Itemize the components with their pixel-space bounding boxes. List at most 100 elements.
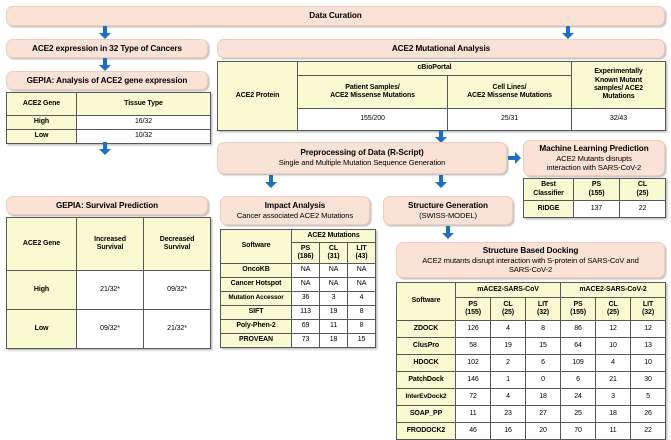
impact-analysis-title: Impact Analysis	[264, 200, 326, 210]
docking-row-3-c1: 1	[490, 371, 526, 389]
box-mutational-analysis: ACE2 Mutational Analysis	[217, 39, 665, 58]
gepia-survival-title: GEPIA: Survival Prediction	[55, 200, 159, 210]
box-data-curation: Data Curation	[6, 6, 665, 26]
table-row-header: Software mACE2-SARS-CoV mACE2-SARS-CoV-2	[396, 282, 667, 321]
table-row: SIFT 113 19 8	[220, 305, 377, 320]
ml-prediction-title: Machine Learning Prediction	[539, 143, 649, 153]
ml-header-ps-l2: (155)	[588, 189, 605, 197]
impact-row-2-ps: 36	[291, 291, 320, 306]
docking-cl1-l1: CL	[503, 300, 513, 308]
docking-row-2-label: HDOCK	[396, 354, 456, 372]
box-ace2-expression: ACE2 expression in 32 Type of Cancers	[6, 39, 208, 58]
table-gepia-expression: ACE2 Gene Tissue Type High 16/32 Low 10/…	[6, 92, 211, 144]
ml-row-ridge-ps: 137	[573, 200, 620, 218]
arrow-expression-table-to-survival	[98, 142, 112, 156]
impact-group-header: ACE2 Mutations	[290, 229, 377, 243]
survival-row-low-increased: 09/32*	[76, 309, 144, 349]
table-row: RIDGE 137 22	[523, 200, 666, 218]
mutational-analysis-title: ACE2 Mutational Analysis	[391, 43, 491, 53]
box-ml-prediction: Machine Learning Prediction ACE2 Mutants…	[523, 140, 665, 176]
docking-row-4-c1: 4	[490, 388, 526, 406]
gepia-expression-title: GEPIA: Analysis of ACE2 gene expression	[26, 75, 188, 85]
docking-row-2-c0: 102	[455, 354, 491, 372]
box-structure-generation: Structure Generation (SWISS-MODEL)	[383, 196, 513, 225]
docking-row-3-label: PatchDock	[396, 371, 456, 389]
docking-ps1-l1: PS	[468, 300, 478, 308]
arrow-cbio-to-preprocessing	[434, 130, 448, 144]
docking-row-1-c0: 58	[455, 337, 491, 355]
survival-row-high-label: High	[6, 270, 77, 310]
impact-cl-l1: CL	[328, 244, 339, 252]
impact-row-2-lit: 4	[346, 291, 377, 306]
survival-row-low-decreased: 21/32*	[143, 309, 211, 349]
docking-row-4-c3: 24	[560, 388, 597, 406]
survival-row-high-decreased: 09/32*	[143, 270, 211, 310]
docking-lit2-l1: LIT	[642, 300, 654, 308]
data-curation-title: Data Curation	[309, 11, 362, 20]
box-gepia-survival: GEPIA: Survival Prediction	[6, 196, 208, 215]
impact-lit-l1: LIT	[356, 244, 367, 252]
table-row: PROVEAN 73 18 15	[220, 333, 377, 348]
structure-docking-subtitle-1: ACE2 mutants disrupt interaction with S-…	[422, 255, 639, 265]
docking-row-3-c4: 21	[595, 371, 632, 389]
impact-ps-l2: (186)	[297, 253, 314, 260]
table-row-header: ACE2 Gene Increased Survival Decreased S…	[6, 217, 211, 271]
box-preprocessing: Preprocessing of Data (R-Script) Single …	[217, 142, 507, 174]
docking-row-4-c2: 18	[524, 388, 562, 406]
docking-row-0-c2: 8	[524, 320, 562, 338]
table-row-subheader: PS (155) CL (25) LIT (32) PS (155) CL	[397, 297, 667, 321]
table-row: Cancer Hotspot NA NA NA	[220, 277, 377, 292]
survival-row-high-increased: 21/32*	[76, 270, 144, 310]
docking-corner-software: Software	[396, 282, 456, 321]
docking-row-2-c4: 4	[595, 354, 632, 372]
table-row-header: Software ACE2 Mutations	[220, 229, 377, 264]
docking-row-6-label: FRODOCK2	[396, 422, 456, 440]
structure-docking-subtitle-2: SARS-CoV-2	[508, 265, 553, 274]
docking-row-1-c5: 13	[630, 337, 667, 355]
table-row: Low 09/32* 21/32*	[6, 309, 211, 349]
table-cbioportal: ACE2 Protein cBioPortal Experimentally K…	[217, 61, 667, 131]
preprocessing-subtitle: Single and Multiple Mutation Sequence Ge…	[278, 158, 446, 168]
docking-row-5-c2: 27	[524, 405, 562, 423]
impact-row-0-cl: NA	[319, 263, 348, 278]
cbio-cell-l1: Cell Lines/	[492, 83, 527, 91]
docking-subheader-ps-1: PS (155)	[455, 297, 491, 321]
table-row: PatchDock 146 1 0 6 21 30	[396, 371, 667, 389]
docking-lit2-l2: (32)	[642, 309, 655, 316]
ace2-expression-title: ACE2 expression in 32 Type of Cancers	[32, 43, 182, 53]
structure-generation-subtitle: (SWISS-MODEL)	[419, 210, 477, 220]
docking-row-6-c4: 11	[595, 422, 632, 440]
cbio-value-experimental: 32/43	[571, 108, 667, 131]
docking-row-3-c5: 30	[630, 371, 667, 389]
table-row: High 21/32* 09/32*	[6, 270, 211, 310]
box-gepia-expression: GEPIA: Analysis of ACE2 gene expression	[6, 71, 208, 90]
gepia-exp-row-low-value: 10/32	[76, 129, 211, 144]
cbio-exp-l4: Mutations	[602, 93, 635, 101]
docking-subheader-cl-2: CL (25)	[595, 297, 632, 321]
docking-group-header-cov2: mACE2-SARS-CoV-2	[560, 282, 667, 298]
cbio-cell-l2: ACE2 Missense Mutations	[467, 92, 552, 99]
docking-subheader-lit-2: LIT (32)	[630, 297, 667, 321]
impact-row-4-cl: 11	[319, 319, 348, 334]
ml-header-ps-l1: PS	[591, 181, 602, 189]
table-row: High 16/32	[6, 115, 211, 130]
docking-row-6-c1: 16	[490, 422, 526, 440]
impact-lit-l2: (43)	[355, 253, 368, 260]
docking-lit1-l2: (32)	[536, 309, 550, 316]
docking-ps2-l2: (155)	[570, 309, 586, 316]
table-row-subheader: PS (186) CL (31) LIT (43)	[221, 242, 377, 264]
docking-row-1-c4: 10	[595, 337, 632, 355]
ml-row-ridge-label: RIDGE	[523, 200, 574, 218]
impact-cl-l2: (31)	[327, 253, 340, 260]
docking-row-2-c2: 6	[524, 354, 562, 372]
ml-row-ridge-cl: 22	[619, 200, 666, 218]
ml-header-classifier-l1: Best	[541, 181, 556, 189]
cbio-exp-l1: Experimentally	[594, 68, 643, 76]
docking-row-2-c1: 2	[490, 354, 526, 372]
ml-header-classifier-l2: Classifier	[533, 189, 564, 197]
impact-subheader-ps: PS (186)	[291, 242, 320, 264]
docking-row-6-c2: 20	[524, 422, 562, 440]
impact-row-1-cl: NA	[319, 277, 348, 292]
cbio-value-celllines: 25/31	[446, 108, 573, 131]
